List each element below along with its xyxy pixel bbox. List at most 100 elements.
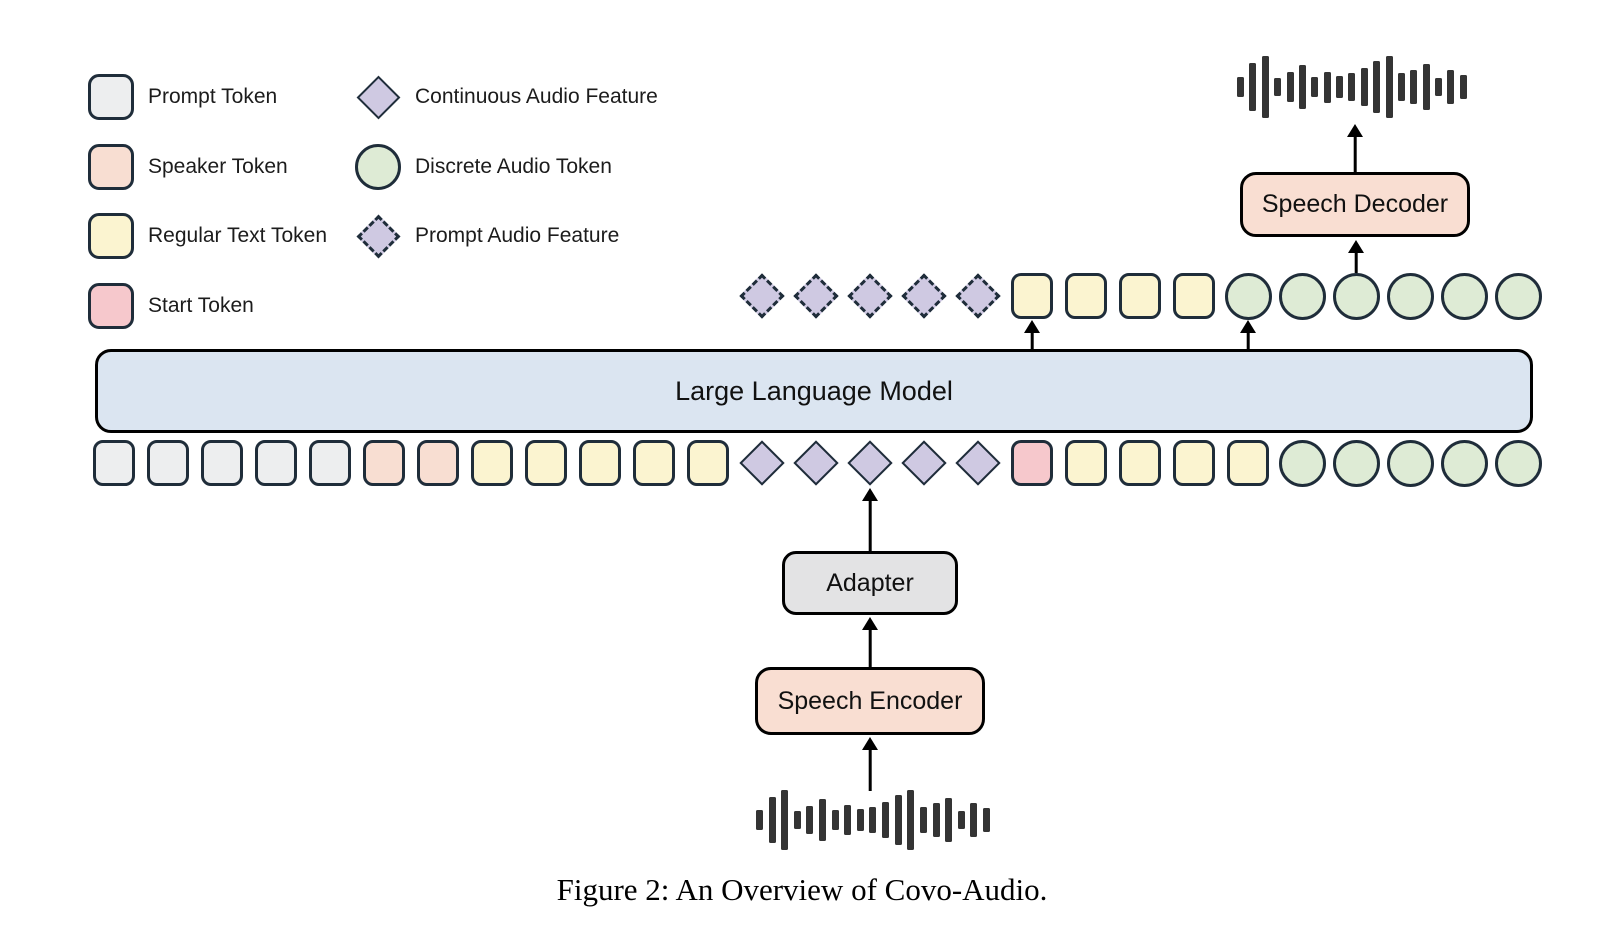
continuous-audio-feature-icon xyxy=(354,73,402,121)
adapter-label: Adapter xyxy=(826,568,914,597)
prompt-audio-feature xyxy=(793,273,839,319)
arrow-shaft xyxy=(1030,328,1034,350)
speaker-token-cell xyxy=(357,440,411,486)
discrete-audio-token-cell xyxy=(1329,439,1383,487)
waveform-bar xyxy=(756,810,763,830)
waveform-bar xyxy=(1447,69,1455,105)
prompt-token xyxy=(201,440,243,486)
discrete-audio-token xyxy=(1494,272,1542,320)
waveform-bar xyxy=(1274,77,1282,97)
regular-text-token xyxy=(633,440,675,486)
legend-item: Regular Text Token xyxy=(87,212,327,260)
waveform-bar xyxy=(1397,73,1405,101)
start-token-cell xyxy=(1005,440,1059,486)
waveform-bar xyxy=(945,797,953,843)
waveform-bar xyxy=(919,806,927,834)
continuous-audio-feature xyxy=(793,440,839,486)
square-glyph xyxy=(88,283,134,329)
diamond-glyph xyxy=(356,75,400,119)
waveform-bar xyxy=(1459,74,1467,100)
arrow-head-icon xyxy=(1347,124,1363,137)
regular-text-token-cell xyxy=(465,440,519,486)
regular-text-token xyxy=(1065,273,1107,319)
arrow-llm-to-text-token xyxy=(1023,320,1041,350)
regular-text-token-cell xyxy=(519,440,573,486)
waveform-bar xyxy=(1435,77,1442,97)
arrow-head-icon xyxy=(1348,240,1364,253)
waveform-bar xyxy=(781,790,789,850)
arrow-adapter-to-feature xyxy=(861,488,879,552)
legend-item: Prompt Audio Feature xyxy=(354,212,619,260)
regular-text-token-cell xyxy=(1059,273,1113,319)
arrow-llm-to-audio-token xyxy=(1239,320,1257,350)
legend-label: Prompt Token xyxy=(148,85,278,108)
waveform-bar xyxy=(869,806,877,834)
speech-decoder-label: Speech Decoder xyxy=(1261,190,1449,218)
speech-encoder-label: Speech Encoder xyxy=(777,686,963,715)
speech-decoder-box: Speech Decoder xyxy=(1240,172,1470,237)
waveform-bar xyxy=(970,803,978,837)
continuous-audio-feature xyxy=(847,440,893,486)
discrete-audio-token-cell xyxy=(1383,272,1437,320)
discrete-audio-token xyxy=(1332,272,1380,320)
waveform-bar xyxy=(1360,68,1368,106)
adapter-box: Adapter xyxy=(782,551,958,615)
input-token-row xyxy=(87,439,1545,487)
waveform-bar xyxy=(1261,56,1269,118)
legend-item: Start Token xyxy=(87,282,254,330)
waveform-bar xyxy=(894,794,902,846)
circle-glyph xyxy=(355,144,401,190)
discrete-audio-token-cell xyxy=(1275,439,1329,487)
waveform-bar xyxy=(1348,73,1356,101)
prompt-audio-feature-cell xyxy=(951,273,1005,319)
prompt-token-icon xyxy=(87,73,135,121)
prompt-token xyxy=(255,440,297,486)
regular-text-token xyxy=(525,440,567,486)
waveform-bar xyxy=(1323,71,1331,103)
llm-label: Large Language Model xyxy=(675,375,953,406)
waveform-bar xyxy=(982,808,990,832)
prompt-token-cell xyxy=(141,440,195,486)
regular-text-token-cell xyxy=(1005,273,1059,319)
start-token xyxy=(1011,440,1053,486)
discrete-audio-token-cell xyxy=(1491,272,1545,320)
waveform-bar xyxy=(882,802,890,838)
legend-label: Discrete Audio Token xyxy=(415,155,612,178)
regular-text-token xyxy=(1173,273,1215,319)
arrow-head-icon xyxy=(1240,320,1256,333)
regular-text-token-cell xyxy=(1113,273,1167,319)
prompt-audio-feature-icon xyxy=(354,212,402,260)
square-glyph xyxy=(88,144,134,190)
prompt-audio-feature xyxy=(901,273,947,319)
regular-text-token-icon xyxy=(87,212,135,260)
legend-label: Start Token xyxy=(148,294,254,317)
speech-encoder-box: Speech Encoder xyxy=(755,667,985,735)
speaker-token xyxy=(417,440,459,486)
discrete-audio-token xyxy=(1386,439,1434,487)
arrow-waveform-to-encoder xyxy=(861,737,879,791)
prompt-audio-feature-cell xyxy=(735,273,789,319)
arrow-shaft xyxy=(1246,328,1250,350)
prompt-audio-feature xyxy=(847,273,893,319)
arrow-decoder-to-waveform xyxy=(1346,124,1364,173)
speaker-token xyxy=(363,440,405,486)
continuous-audio-feature-cell xyxy=(843,440,897,486)
prompt-token-cell xyxy=(249,440,303,486)
regular-text-token xyxy=(1119,440,1161,486)
discrete-audio-token-cell xyxy=(1491,439,1545,487)
continuous-audio-feature-cell xyxy=(897,440,951,486)
regular-text-token xyxy=(471,440,513,486)
figure-caption: Figure 2: An Overview of Covo-Audio. xyxy=(556,872,1048,907)
discrete-audio-token-cell xyxy=(1437,439,1491,487)
discrete-audio-token xyxy=(1440,439,1488,487)
arrow-shaft xyxy=(1353,132,1357,173)
arrow-shaft xyxy=(868,745,872,791)
waveform-bar xyxy=(1237,76,1244,98)
llm-box: Large Language Model xyxy=(95,349,1533,433)
regular-text-token-cell xyxy=(627,440,681,486)
waveform-bar xyxy=(932,803,940,837)
prompt-token-cell xyxy=(195,440,249,486)
prompt-token xyxy=(93,440,135,486)
discrete-audio-token-cell xyxy=(1275,272,1329,320)
waveform-bar xyxy=(768,796,776,844)
